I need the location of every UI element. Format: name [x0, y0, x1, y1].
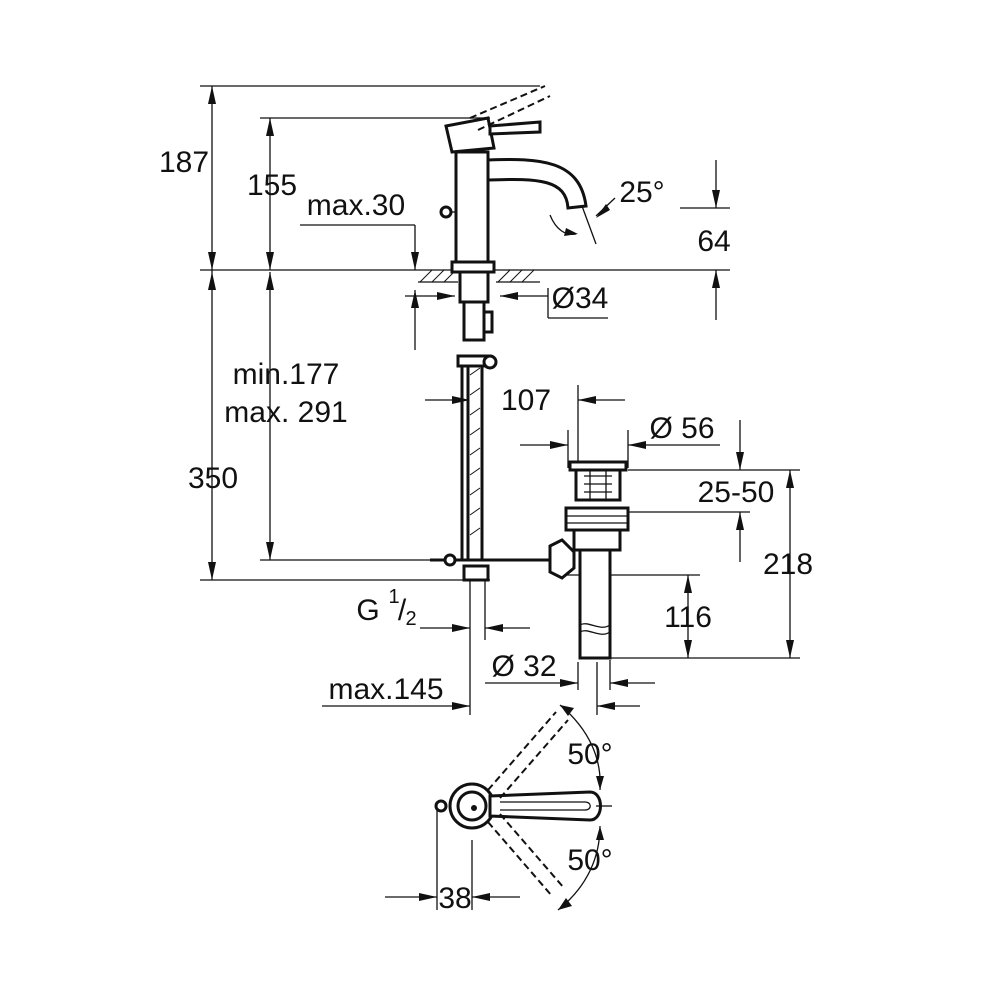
faucet-top-view [434, 704, 612, 911]
label-min177: min.177 [233, 358, 340, 391]
label-thread-g: G [356, 594, 379, 627]
label-50deg-bottom: 50° [567, 844, 612, 877]
label-thread-sub: 2 [405, 608, 416, 630]
label-max145: max.145 [328, 673, 443, 706]
label-38: 38 [438, 882, 471, 915]
waste-assembly [564, 460, 630, 660]
label-50deg-top: 50° [567, 738, 612, 771]
label-350: 350 [188, 462, 238, 495]
label-64: 64 [697, 225, 730, 258]
label-116: 116 [664, 601, 712, 634]
label-waste-diameter: Ø 56 [649, 412, 714, 445]
dimension-lines [208, 86, 794, 910]
deck-hatching [418, 269, 540, 283]
dimension-labels: 187 155 max.30 25° 64 Ø34 min.177 max. 2… [159, 146, 813, 915]
label-25deg: 25° [619, 176, 664, 209]
label-hole-diameter: Ø34 [552, 282, 609, 315]
label-thread-slash: / [398, 594, 407, 627]
label-218: 218 [763, 548, 813, 581]
label-155: 155 [247, 169, 297, 202]
label-25-50: 25-50 [698, 476, 775, 509]
label-187: 187 [159, 146, 209, 179]
label-max291: max. 291 [224, 396, 347, 429]
label-max30: max.30 [307, 189, 405, 222]
faucet-side-view [418, 85, 616, 582]
label-tailpipe-diameter: Ø 32 [491, 650, 556, 683]
label-thread-sup: 1 [388, 586, 399, 608]
label-107: 107 [501, 384, 551, 417]
